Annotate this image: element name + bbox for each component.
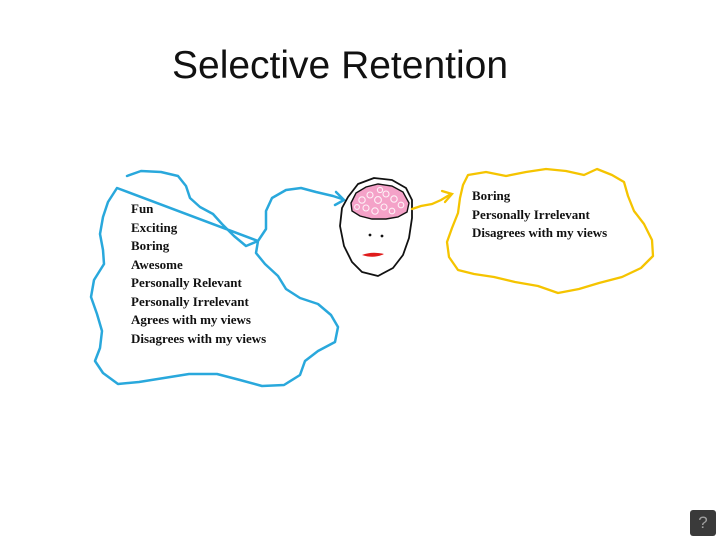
input-stimulus-item: Disagrees with my views xyxy=(131,330,267,346)
output-arrow-head xyxy=(440,189,455,204)
slide-title: Selective Retention xyxy=(172,44,509,87)
retained-stimulus-item: Boring xyxy=(472,188,511,203)
mouth xyxy=(362,252,384,257)
brain-folds xyxy=(354,186,405,215)
input-arrow-head xyxy=(333,190,347,207)
retained-stimulus-item: Disagrees with my views xyxy=(472,225,608,240)
retained-stimulus-item: Personally Irrelevant xyxy=(472,206,590,222)
help-button[interactable]: ? xyxy=(690,510,716,536)
left-eye xyxy=(368,233,372,237)
input-stimulus-item: Personally Irrelevant xyxy=(131,293,249,309)
right-eye xyxy=(380,234,384,238)
input-stimulus-item: Agrees with my views xyxy=(131,312,251,327)
retained-stimuli-list: Boring Personally Irrelevant Disagrees w… xyxy=(472,187,607,243)
input-stimulus-item: Awesome xyxy=(131,256,183,272)
input-stimulus-item: Boring xyxy=(131,238,170,253)
retained-cloud-outline xyxy=(445,167,655,295)
input-stimulus-item: Personally Relevant xyxy=(131,275,242,290)
input-stimuli-list: Fun Exciting Boring Awesome Personally R… xyxy=(131,200,266,348)
input-stimulus-item: Fun xyxy=(131,201,154,216)
output-connector xyxy=(410,192,453,211)
input-stimulus-item: Exciting xyxy=(131,219,178,235)
input-cloud-outline xyxy=(89,169,344,388)
